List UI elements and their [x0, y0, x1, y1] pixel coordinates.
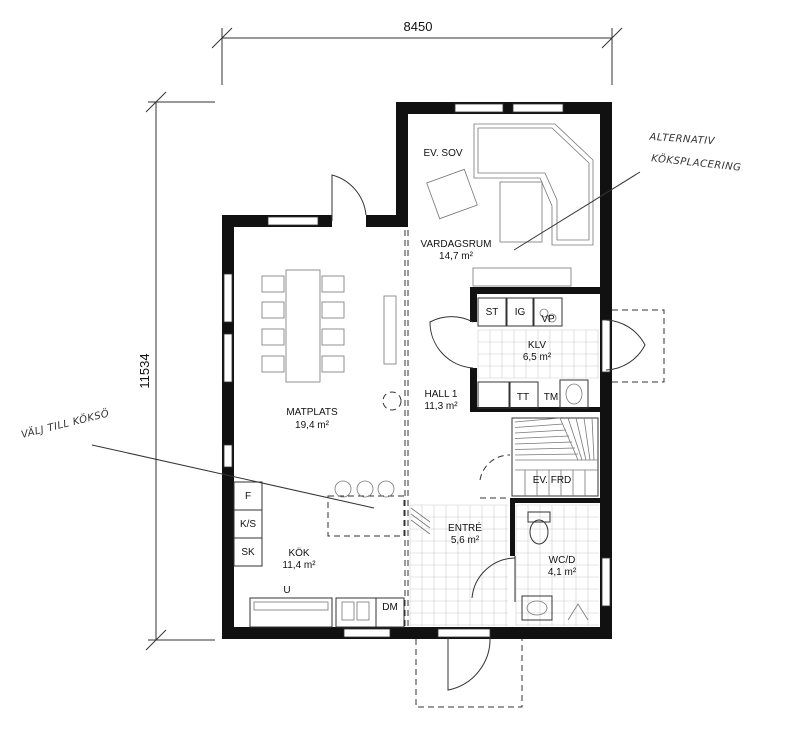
room-ev-frd: EV. FRD: [533, 475, 572, 486]
annotation-koksplacering: KÖKSPLACERING: [651, 151, 742, 173]
fixture-ig: IG: [515, 307, 526, 318]
area-matplats: 19,4 m²: [295, 420, 330, 431]
annotation-valj-till-kokso: VÄLJ TILL KÖKSÖ: [20, 406, 111, 441]
fixture-tt: TT: [517, 392, 529, 403]
fixture-dm: DM: [382, 602, 398, 613]
wc-tiles: [515, 504, 599, 626]
room-ev-sov: EV. SOV: [423, 148, 462, 159]
area-wc: 4,1 m²: [548, 567, 577, 578]
area-vardagsrum: 14,7 m²: [439, 251, 474, 262]
sofa-group: [426, 123, 594, 246]
wc-door[interactable]: [471, 556, 516, 602]
tv-bench: [472, 267, 572, 287]
room-hall: HALL 1: [425, 389, 458, 400]
height-dimension: 11534: [137, 353, 152, 388]
fixture-u: U: [283, 585, 290, 596]
staircase: [511, 417, 599, 497]
area-klv: 6,5 m²: [523, 352, 552, 363]
fixture-vp: VP: [541, 314, 555, 325]
room-entre: ENTRÉ: [448, 521, 482, 534]
entre-shoe-stair: [410, 507, 431, 535]
room-wc: WC/D: [549, 555, 576, 566]
kitchen-cabinets: [233, 481, 405, 628]
klv-appliances: [477, 297, 589, 409]
dimension-lines: [145, 27, 623, 651]
interior-walls: [222, 287, 600, 556]
front-door[interactable]: [415, 636, 523, 708]
area-entre: 5,6 m²: [451, 535, 480, 546]
ceiling-light: [382, 391, 402, 411]
stair-dashed-line: [479, 454, 511, 481]
room-vardagsrum: VARDAGSRUM: [421, 239, 492, 250]
area-hall: 11,3 m²: [424, 401, 458, 412]
klv-door-left[interactable]: [429, 316, 474, 369]
area-kok: 11,4 m²: [282, 560, 316, 571]
fixture-ks: K/S: [240, 519, 256, 530]
fixture-st: ST: [486, 307, 499, 318]
room-matplats: MATPLATS: [286, 407, 338, 418]
dining-table: [261, 269, 345, 383]
klv-door-right[interactable]: [605, 309, 665, 383]
fixture-f: F: [245, 491, 251, 502]
sideboard: [383, 295, 397, 365]
kitchen-island: [327, 480, 405, 537]
room-klv: KLV: [528, 340, 546, 351]
room-kok: KÖK: [288, 547, 309, 559]
patio-door[interactable]: [331, 174, 367, 221]
fixture-sk: SK: [241, 547, 255, 558]
annotation-alternativ: ALTERNATIV: [648, 132, 716, 148]
width-dimension: 8450: [404, 19, 433, 34]
windows: [223, 103, 611, 638]
stair-steps: [514, 417, 595, 496]
wc-fixtures: [521, 511, 589, 621]
annotation-lines: [91, 171, 641, 509]
fixture-tm: TM: [544, 392, 558, 403]
